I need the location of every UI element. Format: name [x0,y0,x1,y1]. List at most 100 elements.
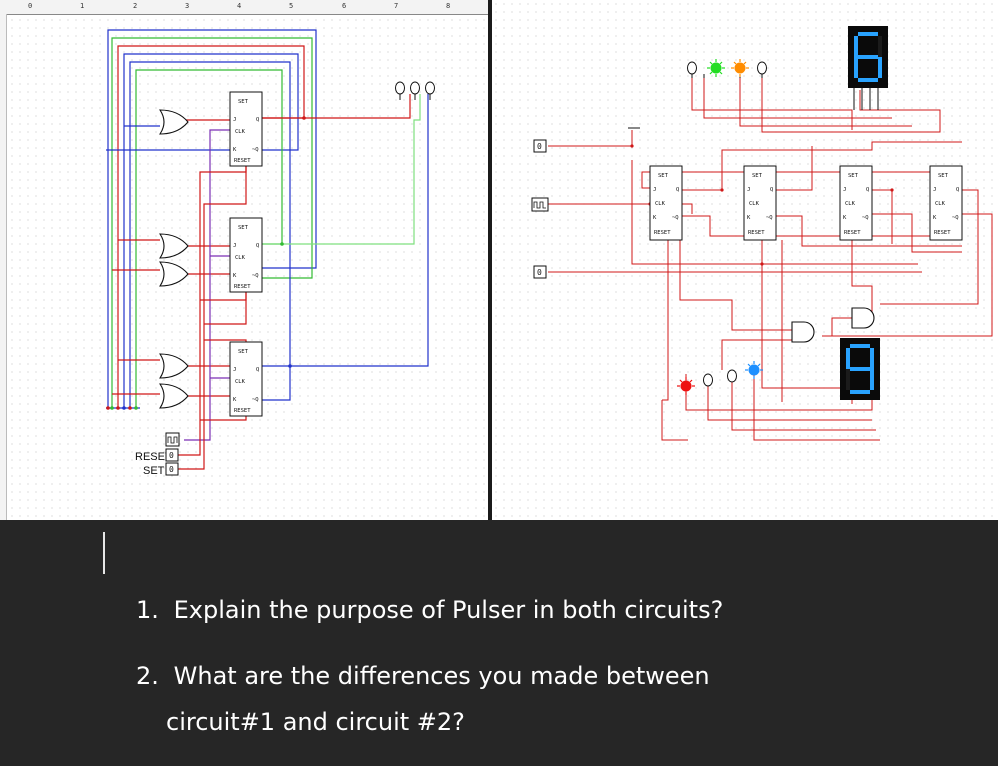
reset-input-label: RESET [135,451,172,463]
ff-q-label: Q [256,243,259,249]
wire-blue-loop-3 [129,61,291,408]
ff-j-label: J [653,187,656,193]
or-gate-2 [158,233,189,259]
or-gate-4 [158,353,189,379]
seven-segment-display-top [848,26,888,110]
question-number: 2. [136,662,159,690]
ff-clk-label: CLK [235,379,246,385]
flip-flop-3: SET J Q CLK K ~Q RESET [229,341,263,417]
segment-b [870,348,874,369]
led-red-dot [680,380,692,392]
probe-off-1 [687,61,697,75]
ff-k-label: K [747,215,751,221]
ff-j-label: J [747,187,750,193]
circuit-1-schematic: SET J Q CLK K ~Q RESET SET J Q CLK K ~Q … [106,29,435,477]
ff-qn-label: ~Q [952,215,959,221]
segment-a [858,32,878,36]
ff-set-label: SET [238,349,249,355]
segment-f [854,36,858,57]
ff-reset-label: RESET [654,230,671,236]
question-number: 1. [136,596,159,624]
grid-background [492,0,998,520]
and-gate-1 [791,321,815,343]
led-green-ray [709,61,713,65]
led-green-dot [710,62,722,74]
led-green-ray [719,71,723,75]
set-input-label: SET [143,465,165,477]
led-red-ray [679,379,683,383]
ff-clk-label: CLK [845,201,856,207]
set-input-value: 0 [169,465,174,474]
ff-q-label: Q [866,187,869,193]
ruler-label: 3 [185,2,190,10]
ff-set-label: SET [848,173,859,179]
pulser[interactable] [531,197,549,212]
panel-divider [488,0,492,520]
segment-g [850,367,870,371]
ruler-label: 2 [133,2,138,10]
segment-e [846,369,850,390]
left-ruler [0,14,7,520]
circuit-1-panel: 0 1 2 3 4 5 6 7 8 [0,0,488,520]
ff-set-label: SET [752,173,763,179]
ff-clk-label: CLK [235,129,246,135]
circuit-2-schematic: 0 0 SET J Q CLK K ~Q RESET SET J Q CLK K [531,26,993,441]
bottom-output-indicators [677,361,763,395]
ff-q-label: Q [956,187,959,193]
led-green [707,59,725,77]
ff-qn-label: ~Q [252,273,259,279]
ruler-label: 5 [289,2,294,10]
or-gate-5 [158,383,189,409]
ff-qn-label: ~Q [252,397,259,403]
ff-reset-label: RESET [934,230,951,236]
ff-q-label: Q [256,117,259,123]
ff-j-label: J [843,187,846,193]
led-orange-ray [743,61,747,65]
led-blue-ray [757,363,761,367]
ff-reset-label: RESET [844,230,861,236]
question-2: 2. What are the differences you made bet… [136,662,710,690]
wire-red-loop [117,45,305,408]
ff-set-label: SET [658,173,669,179]
ff-k-label: K [653,215,657,221]
led-blue-dot [748,364,760,376]
ff-clk-label: CLK [655,201,666,207]
reset-input-switch[interactable]: 0 [165,448,179,462]
ff-j-label: J [233,117,236,123]
ruler-label: 8 [446,2,451,10]
ff-reset-label: RESET [748,230,765,236]
wire-blue-loop [107,29,317,408]
text-cursor [103,532,105,574]
ff-reset-label: RESET [234,408,251,414]
flip-flop-1: SET J Q CLK K ~Q RESET [229,91,263,167]
probe-2 [410,81,420,95]
flip-flop-2: SET J Q CLK K ~Q RESET [229,217,263,293]
ff-clk-label: CLK [235,255,246,261]
question-text: What are the differences you made betwee… [173,662,710,690]
question-1: 1. Explain the purpose of Pulser in both… [136,596,723,624]
output-probes [395,81,435,100]
question-text: Explain the purpose of Pulser in both ci… [173,596,724,624]
top-output-indicators [687,59,767,78]
segment-a [850,344,870,348]
segment-c [870,369,874,390]
probe-off-2 [757,61,767,75]
and-gate-2 [851,307,875,329]
ruler-label: 4 [237,2,242,10]
led-blue [745,361,763,379]
flip-flop-a: SET J Q CLK K ~Q RESET [649,165,683,241]
input-switch-bottom[interactable]: 0 [533,265,547,279]
input-switch-top[interactable]: 0 [533,139,547,153]
ff-qn-label: ~Q [672,215,679,221]
led-orange [731,59,749,77]
ruler-label: 7 [394,2,399,10]
segment-d [850,390,870,394]
segment-b [878,36,882,57]
ff-reset-label: RESET [234,158,251,164]
pulser[interactable] [165,432,180,447]
ff-qn-label: ~Q [252,147,259,153]
set-input-switch[interactable]: 0 [165,462,179,476]
led-orange-ray [733,61,737,65]
circuit-2-panel: 0 0 SET J Q CLK K ~Q RESET SET J Q CLK K [492,0,998,520]
probe-off-3 [703,373,713,387]
